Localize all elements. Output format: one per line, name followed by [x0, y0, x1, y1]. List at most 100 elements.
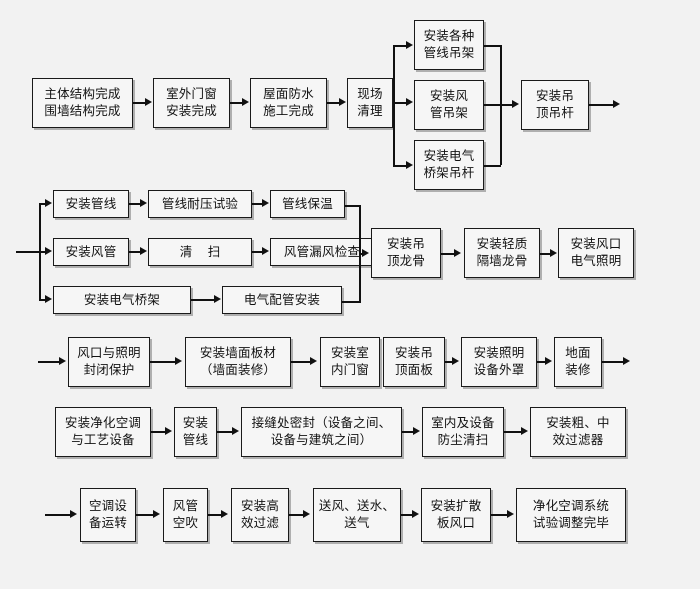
node-line: 管线 — [182, 433, 209, 447]
arrow-head — [550, 249, 557, 257]
connector — [291, 361, 311, 363]
arrow-head — [153, 510, 160, 518]
process-node-exterior-windows[interactable]: 室外门窗 安装完成 — [153, 78, 230, 128]
node-line: 安装管线 — [65, 196, 117, 211]
arrow-head — [413, 427, 420, 435]
connector — [401, 514, 413, 516]
arrow-head — [412, 510, 419, 518]
process-node-ceiling-rods[interactable]: 安装吊 顶吊杆 — [521, 80, 589, 130]
node-line: 管线吊架 — [423, 46, 475, 60]
process-node-electric-tray-hangers[interactable]: 安装电气 桥架吊杆 — [414, 140, 484, 190]
node-line: 空吹 — [172, 516, 199, 530]
connector — [129, 251, 141, 253]
node-line: 安装粗、中 — [546, 416, 610, 431]
process-node-joint-sealing[interactable]: 接缝处密封（设备之间、 设备与建筑之间） — [241, 407, 402, 457]
process-node-partition-keel[interactable]: 安装轻质 隔墙龙骨 — [464, 228, 540, 278]
process-node-outlet-protection[interactable]: 风口与照明 封闭保护 — [68, 337, 150, 387]
connector — [589, 104, 614, 106]
connector — [191, 299, 215, 301]
arrow-head — [140, 199, 147, 207]
arrow-head — [214, 295, 221, 303]
process-node-floor-finishing[interactable]: 地面 装修 — [554, 337, 602, 387]
process-node-supply-air-water-gas[interactable]: 送风、送水、 送气 — [313, 488, 401, 542]
node-line: 清理 — [357, 104, 383, 118]
connector — [540, 253, 551, 255]
arrow-head — [406, 41, 413, 49]
arrow-head — [165, 427, 172, 435]
node-line: 管线耐压试验 — [161, 196, 239, 211]
process-node-interior-doors[interactable]: 安装室 内门窗 — [320, 337, 380, 387]
node-line: 安装电气桥架 — [83, 292, 161, 307]
connector — [327, 102, 340, 104]
connector — [133, 102, 146, 104]
process-node-electric-conduit[interactable]: 电气配管安装 — [222, 286, 342, 314]
arrow-head — [175, 357, 182, 365]
process-node-duct-leak-test[interactable]: 风管漏风检查 — [270, 238, 374, 266]
process-node-main-structure[interactable]: 主体结构完成 围墙结构完成 — [32, 78, 133, 128]
node-line: 安装完成 — [166, 104, 217, 118]
process-node-install-pipeline[interactable]: 安装管线 — [53, 190, 129, 218]
process-node-cleaning[interactable]: 清 扫 — [148, 238, 252, 266]
arrow-head — [232, 427, 239, 435]
arrow-head — [70, 510, 77, 518]
connector — [16, 251, 41, 253]
node-line: 安装轻质 — [476, 237, 528, 252]
node-line: 安装吊 — [386, 237, 426, 252]
process-node-pipe-hangers[interactable]: 安装各种 管线吊架 — [414, 20, 484, 70]
process-node-hepa-filter[interactable]: 安装高 效过滤 — [231, 488, 289, 542]
process-node-pipe-insulation[interactable]: 管线保温 — [270, 190, 345, 218]
node-line: 设备与建筑之间） — [270, 433, 373, 447]
process-node-wall-panel[interactable]: 安装墙面板材 （墙面装修） — [185, 337, 291, 387]
node-line: 安装室 — [330, 346, 370, 361]
node-line: 风管漏风检查 — [283, 244, 361, 259]
process-node-diffuser-outlet[interactable]: 安装扩散 板风口 — [421, 488, 491, 542]
process-node-dust-cleaning[interactable]: 室内及设备 防尘清扫 — [422, 407, 504, 457]
node-line: 室内及设备 — [431, 416, 495, 431]
process-node-coarse-medium-filter[interactable]: 安装粗、中 效过滤器 — [530, 407, 626, 457]
node-line: 施工完成 — [263, 104, 314, 118]
connector — [230, 102, 243, 104]
process-node-clean-hvac-equipment[interactable]: 安装净化空调 与工艺设备 — [55, 407, 151, 457]
arrow-head — [262, 247, 269, 255]
process-node-install-duct[interactable]: 安装风管 — [53, 238, 129, 266]
connector — [150, 361, 176, 363]
arrow-head — [262, 199, 269, 207]
node-line: 效过滤 — [240, 516, 280, 530]
process-node-duct-blowing[interactable]: 风管 空吹 — [163, 488, 208, 542]
connector — [208, 514, 222, 516]
process-node-pipe-pressure-test[interactable]: 管线耐压试验 — [148, 190, 252, 218]
connector — [39, 299, 46, 301]
node-line: 隔墙龙骨 — [476, 254, 528, 268]
arrow-head — [613, 100, 620, 108]
process-node-install-cable-tray[interactable]: 安装电气桥架 — [53, 286, 191, 314]
arrow-head — [59, 357, 66, 365]
process-node-roof-waterproof[interactable]: 屋面防水 施工完成 — [250, 78, 327, 128]
node-line: 安装吊 — [535, 89, 575, 104]
connector — [38, 361, 60, 363]
node-line: 管吊架 — [429, 106, 469, 120]
process-node-ceiling-keel[interactable]: 安装吊 顶龙骨 — [371, 228, 441, 278]
process-node-lighting-cover[interactable]: 安装照明 设备外罩 — [461, 337, 537, 387]
connector — [441, 253, 455, 255]
node-line: 与工艺设备 — [71, 433, 135, 447]
node-line: 主体结构完成 — [44, 87, 121, 102]
node-line: 安装风口 — [570, 237, 622, 252]
node-line: 防尘清扫 — [437, 433, 489, 447]
process-node-air-outlet-lighting[interactable]: 安装风口 电气照明 — [558, 228, 634, 278]
node-line: 电气配管安装 — [243, 292, 321, 307]
node-line: 空调设 — [88, 499, 128, 514]
process-node-site-cleanup[interactable]: 现场 清理 — [347, 78, 393, 128]
process-node-duct-hangers[interactable]: 安装风 管吊架 — [414, 80, 484, 130]
process-node-system-commissioning-complete[interactable]: 净化空调系统 试验调整完毕 — [516, 488, 626, 542]
process-node-ceiling-panel[interactable]: 安装吊 顶面板 — [383, 337, 445, 387]
node-line: 安装电气 — [423, 149, 475, 164]
process-node-hvac-operation[interactable]: 空调设 备运转 — [80, 488, 136, 542]
arrow-head — [454, 249, 461, 257]
connector — [537, 361, 546, 363]
arrow-head — [623, 357, 630, 365]
connector — [602, 361, 624, 363]
arrow-head — [221, 510, 228, 518]
process-node-install-pipes-2[interactable]: 安装 管线 — [174, 407, 217, 457]
connector — [39, 203, 46, 205]
arrow-head — [507, 510, 514, 518]
